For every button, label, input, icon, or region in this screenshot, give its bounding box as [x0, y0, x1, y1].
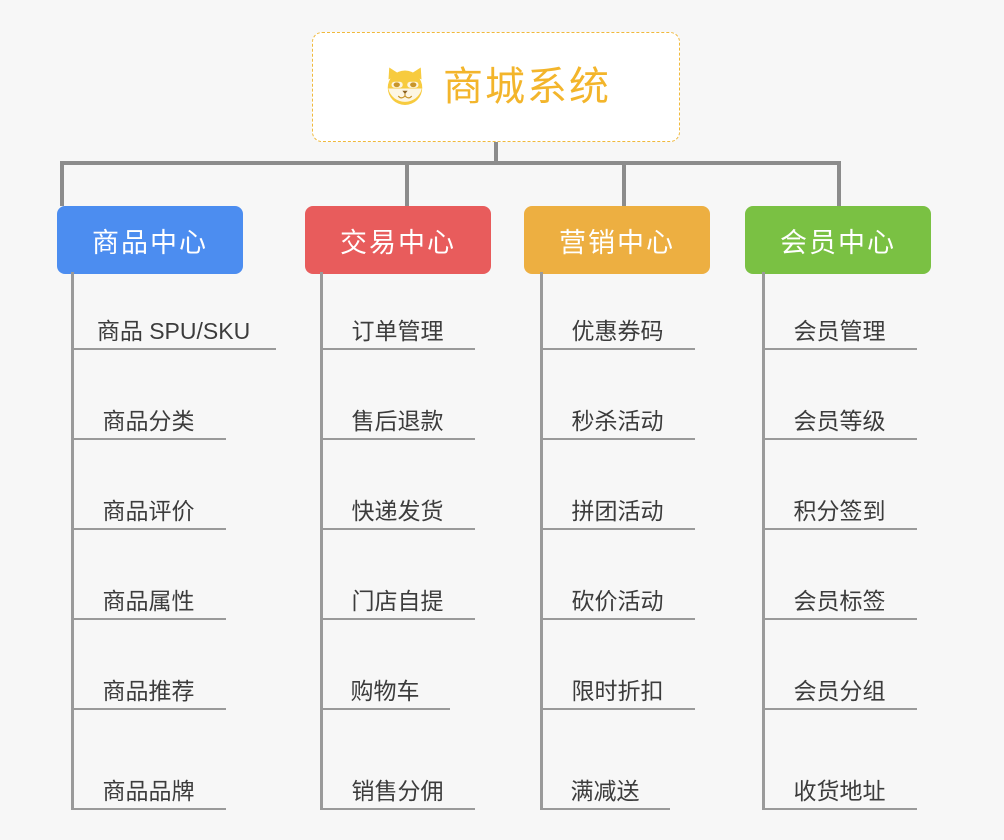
branch-spine-4 [762, 272, 765, 810]
leaf-label: 会员等级 [793, 408, 886, 435]
connector-drop-3 [622, 161, 626, 206]
leaf-label: 会员管理 [793, 318, 886, 345]
leaf-item[interactable]: 订单管理 [320, 272, 475, 350]
leaf-label: 砍价活动 [571, 588, 664, 615]
leaf-label: 订单管理 [351, 318, 444, 345]
connector-trunk-bar [60, 161, 841, 165]
leaf-item[interactable]: 商品评价 [71, 440, 226, 530]
root-node[interactable]: 商城系统 [312, 32, 680, 142]
leaf-item[interactable]: 会员标签 [762, 530, 917, 620]
leaf-label: 售后退款 [351, 408, 444, 435]
connector-drop-2 [405, 161, 409, 206]
branch-spine-2 [320, 272, 323, 810]
leaf-label: 拼团活动 [571, 498, 664, 525]
category-box-1[interactable]: 商品中心 [57, 206, 243, 274]
leaf-label: 商品评价 [102, 498, 195, 525]
leaf-item[interactable]: 会员管理 [762, 272, 917, 350]
leaf-item[interactable]: 优惠券码 [540, 272, 695, 350]
leaf-item[interactable]: 收货地址 [762, 710, 917, 810]
leaf-item[interactable]: 商品分类 [71, 350, 226, 440]
leaf-label: 限时折扣 [571, 678, 664, 705]
category-label-3: 营销中心 [559, 227, 675, 258]
connector-drop-1 [60, 161, 64, 206]
category-label-4: 会员中心 [780, 227, 896, 258]
leaf-item[interactable]: 商品属性 [71, 530, 226, 620]
connector-drop-4 [837, 161, 841, 206]
leaf-item[interactable]: 门店自提 [320, 530, 475, 620]
leaf-item[interactable]: 商品推荐 [71, 620, 226, 710]
leaf-label: 满减送 [570, 778, 640, 805]
leaf-label: 积分签到 [793, 498, 886, 525]
leaf-item[interactable]: 快递发货 [320, 440, 475, 530]
leaf-item[interactable]: 商品品牌 [71, 710, 226, 810]
leaf-item[interactable]: 积分签到 [762, 440, 917, 530]
leaf-label: 商品分类 [102, 408, 195, 435]
leaf-label: 快递发货 [351, 498, 444, 525]
leaf-label: 会员分组 [793, 678, 886, 705]
leaf-label: 优惠券码 [571, 318, 664, 345]
leaf-item[interactable]: 商品 SPU/SKU [71, 272, 276, 350]
leaf-label: 收货地址 [793, 778, 886, 805]
leaf-item[interactable]: 砍价活动 [540, 530, 695, 620]
leaf-item[interactable]: 购物车 [320, 620, 450, 710]
category-box-4[interactable]: 会员中心 [745, 206, 931, 274]
leaf-item[interactable]: 会员分组 [762, 620, 917, 710]
leaf-item[interactable]: 秒杀活动 [540, 350, 695, 440]
leaf-item[interactable]: 拼团活动 [540, 440, 695, 530]
leaf-item[interactable]: 会员等级 [762, 350, 917, 440]
category-label-2: 交易中心 [340, 227, 456, 258]
leaf-item[interactable]: 满减送 [540, 710, 670, 810]
leaf-label: 会员标签 [793, 588, 886, 615]
category-box-2[interactable]: 交易中心 [305, 206, 491, 274]
category-box-3[interactable]: 营销中心 [524, 206, 710, 274]
leaf-label: 购物车 [350, 678, 420, 705]
leaf-label: 商品品牌 [102, 778, 195, 805]
leaf-item[interactable]: 销售分佣 [320, 710, 475, 810]
leaf-label: 商品推荐 [102, 678, 195, 705]
leaf-label: 商品属性 [102, 588, 195, 615]
connector-root-drop [494, 142, 498, 164]
leaf-label: 门店自提 [351, 588, 444, 615]
leaf-label: 商品 SPU/SKU [96, 318, 251, 345]
branch-spine-3 [540, 272, 543, 810]
branch-spine-1 [71, 272, 74, 810]
category-label-1: 商品中心 [92, 227, 208, 258]
shiba-dog-face-icon [387, 67, 423, 105]
leaf-label: 秒杀活动 [571, 408, 664, 435]
leaf-item[interactable]: 限时折扣 [540, 620, 695, 710]
leaf-item[interactable]: 售后退款 [320, 350, 475, 440]
root-title: 商城系统 [443, 65, 611, 109]
leaf-label: 销售分佣 [351, 778, 444, 805]
